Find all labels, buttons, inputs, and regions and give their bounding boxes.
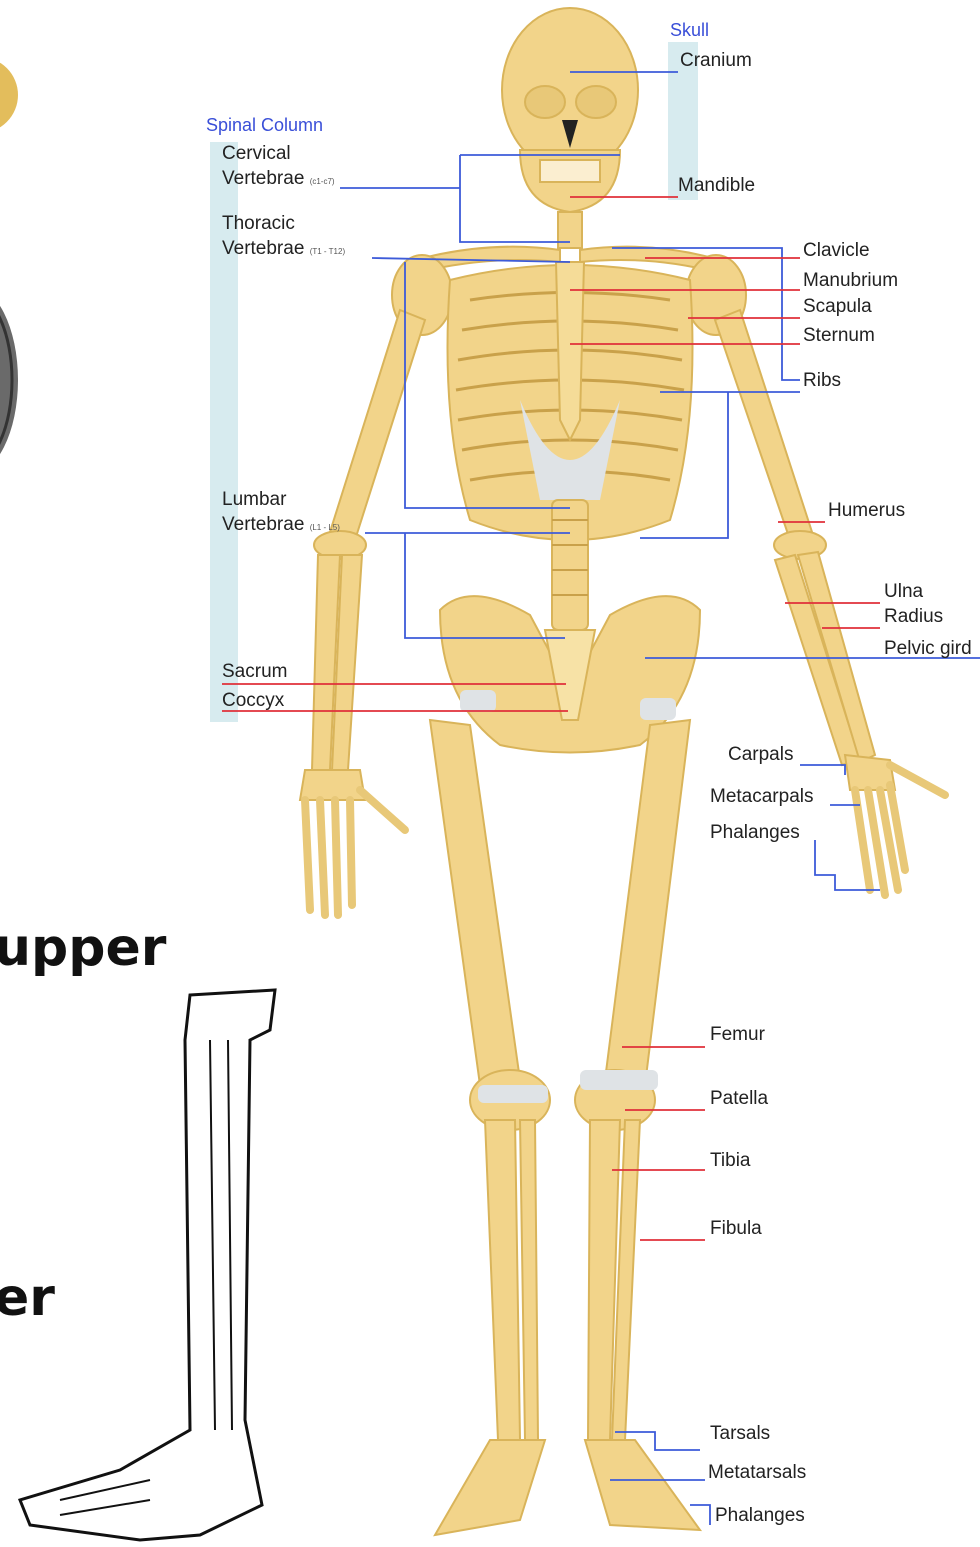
- label-ribs: Ribs: [803, 370, 841, 393]
- label-ulna: Ulna: [884, 581, 923, 604]
- label-manubrium: Manubrium: [803, 270, 898, 293]
- label-coccyx: Coccyx: [222, 690, 284, 713]
- skull-category: Skull: [670, 20, 709, 42]
- partial-round-engraving-icon: [0, 285, 18, 475]
- label-metacarpals: Metacarpals: [710, 786, 814, 809]
- label-patella: Patella: [710, 1088, 768, 1111]
- label-tarsals: Tarsals: [710, 1423, 770, 1446]
- right-femur: [605, 720, 690, 1085]
- label-cervical: Cervical: [222, 143, 291, 166]
- lower-limb-engraving: [20, 990, 275, 1540]
- label-lumbar-vertebrae: Vertebrae (L1 - L5): [222, 514, 340, 537]
- label-radius: Radius: [884, 606, 943, 629]
- label-fibula: Fibula: [710, 1218, 762, 1241]
- label-cervical-vertebrae: Vertebrae (c1-c7): [222, 168, 335, 191]
- label-scapula: Scapula: [803, 296, 872, 319]
- left-femur: [430, 720, 520, 1085]
- label-tibia: Tibia: [710, 1150, 750, 1173]
- label-cranium: Cranium: [680, 50, 752, 73]
- side-text-lower: er: [0, 1268, 55, 1328]
- label-mandible: Mandible: [678, 175, 755, 198]
- label-sternum: Sternum: [803, 325, 875, 348]
- partial-coin-icon: [0, 57, 18, 133]
- label-phalanges-hand: Phalanges: [710, 822, 800, 845]
- label-metatarsals: Metatarsals: [708, 1462, 806, 1485]
- skeleton-figure: [300, 8, 945, 1535]
- label-femur: Femur: [710, 1024, 765, 1047]
- label-carpals: Carpals: [728, 744, 793, 767]
- side-text-upper: upper: [0, 918, 166, 978]
- left-humerus: [330, 310, 425, 540]
- label-thoracic-vertebrae: Vertebrae (T1 - T12): [222, 238, 345, 261]
- label-pelvic-girdle: Pelvic gird: [884, 638, 972, 661]
- label-lumbar: Lumbar: [222, 489, 286, 512]
- spinal-column-category: Spinal Column: [206, 115, 323, 137]
- label-humerus: Humerus: [828, 500, 905, 523]
- sternum-bone: [556, 262, 584, 440]
- label-sacrum: Sacrum: [222, 661, 287, 684]
- label-phalanges-foot: Phalanges: [715, 1505, 805, 1528]
- label-clavicle: Clavicle: [803, 240, 870, 263]
- label-thoracic: Thoracic: [222, 213, 295, 236]
